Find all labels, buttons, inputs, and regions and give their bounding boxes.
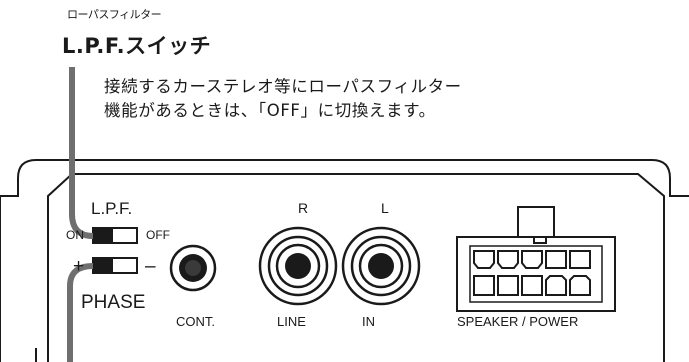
in-label: IN: [362, 314, 375, 329]
speaker-power-label: SPEAKER / POWER: [457, 314, 579, 329]
rca-jack-right: [258, 226, 338, 306]
line-label: LINE: [277, 314, 306, 329]
r-label: R: [298, 200, 309, 216]
plus-label: +: [73, 256, 85, 277]
callout-description-line-2: 機能があるときは、「OFF」に切換えます。: [104, 101, 436, 120]
off-label: OFF: [146, 228, 170, 242]
phase-switch[interactable]: [92, 257, 138, 274]
l-label: L: [381, 200, 389, 216]
lpf-switch[interactable]: [92, 227, 138, 244]
cont-label: CONT.: [176, 314, 215, 329]
phase-label: PHASE: [81, 292, 146, 313]
inner-panel-outline: [47, 173, 665, 362]
minus-label: –: [145, 256, 156, 277]
title-ruby-text: ローパスフィルター: [67, 8, 162, 21]
cont-jack: [169, 244, 217, 292]
on-label: ON: [66, 228, 84, 242]
callout-title: L.P.F.スイッチ: [62, 34, 212, 58]
callout-leader-lpf: [69, 67, 94, 239]
callout-description-line-1: 接続するカーステレオ等にローパスフィルター: [104, 77, 462, 96]
callout-leader-phase: [67, 263, 94, 362]
speaker-power-connector: [456, 206, 616, 312]
rca-jack-left: [341, 226, 421, 306]
lpf-label: L.P.F.: [91, 199, 133, 218]
outer-housing-outline: [0, 159, 689, 362]
